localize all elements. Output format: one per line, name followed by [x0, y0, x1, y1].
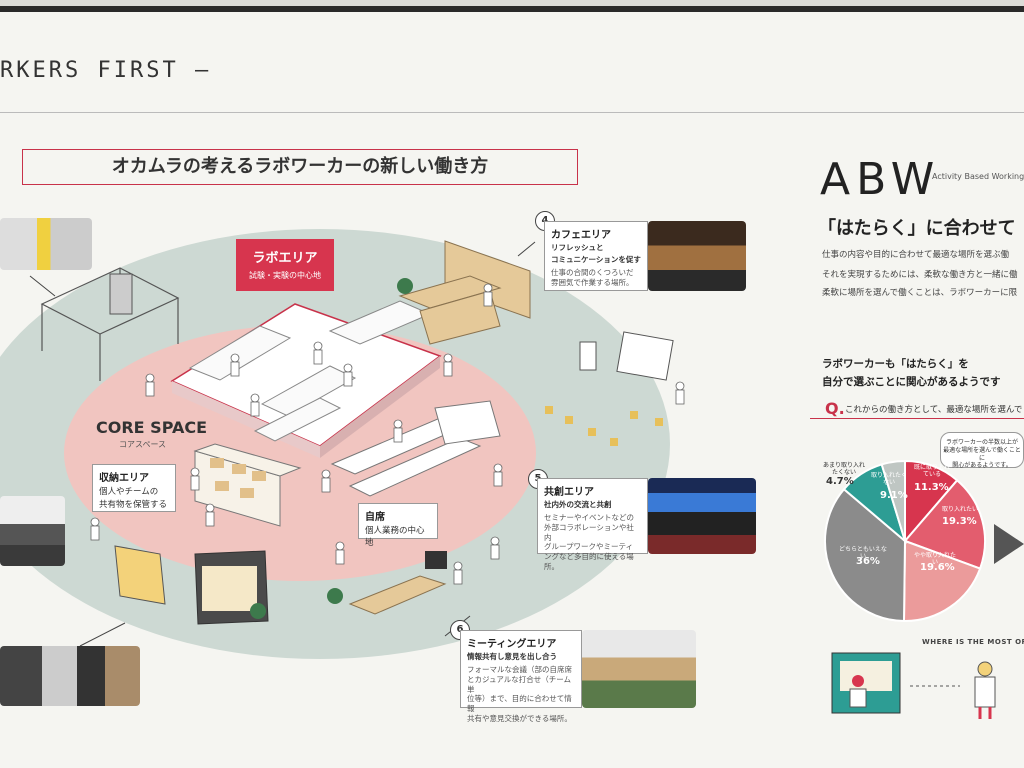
main-title: オカムラの考えるラボワーカーの新しい働き方 — [22, 149, 578, 185]
storage-title: 収納エリア — [99, 473, 149, 484]
pie-slice-2 — [902, 539, 982, 622]
cocreate-desc4: ングなど多目的に使える場所。 — [544, 552, 634, 571]
desk-area-label: 自席 個人業務の中心地 — [358, 503, 438, 548]
pie-label-1: 取り入れたい — [941, 506, 978, 513]
lab-area-tag: ラボエリア 試験・実験の中心地 — [236, 239, 334, 291]
desk-subtitle: 個人業務の中心地 — [365, 526, 425, 548]
next-arrow-icon — [994, 524, 1024, 564]
photo-meeting — [582, 630, 696, 708]
pie-label-2: やや取り入れたい — [913, 552, 956, 567]
grey-booth-window — [202, 566, 257, 611]
cafe-area-label: カフェエリア リフレッシュと コミュニケーションを促す 仕事の合間のくつろいだ … — [544, 221, 648, 291]
storage-boxes — [210, 458, 266, 498]
desk-tables — [330, 400, 501, 497]
core-space-subtitle: コアスペース — [119, 440, 167, 449]
meeting-table — [348, 575, 447, 615]
q-underline — [810, 418, 1024, 419]
pie-pct-5: 4.7% — [826, 476, 854, 487]
cafe-title: カフェエリア — [551, 230, 611, 241]
lab-platform-side — [172, 381, 320, 458]
plant — [397, 278, 413, 294]
cocreate-title: 共創エリア — [544, 487, 594, 498]
photo-cafe — [648, 221, 746, 291]
plant — [250, 603, 266, 619]
q-text: これからの働き方として、最適な場所を選んで — [845, 405, 1023, 415]
pie-slice-1 — [903, 478, 986, 570]
q-intro-2: 自分で選ぶことに関心があるようです — [822, 376, 1001, 388]
meeting-subtitle: 情報共有し意見を出し合う — [467, 652, 557, 661]
core-space-title: CORE SPACE — [96, 418, 207, 437]
storage-subtitle2: 共有物を保管する — [99, 500, 168, 510]
people — [90, 283, 685, 585]
photo-cubicle — [0, 218, 92, 270]
cocreate-desc2: 外部コラボレーションや社内 — [544, 522, 634, 542]
storage-shelves — [193, 443, 302, 527]
q-label: Q. — [825, 399, 845, 418]
cafe-subtitle: リフレッシュと — [551, 243, 604, 252]
whiteboard — [579, 341, 597, 371]
q-intro-1: ラボワーカーも「はたらく」を — [822, 358, 969, 370]
abw-paragraph-1: 仕事の内容や目的に合わせて最適な場所を選ぶ働 — [822, 250, 1010, 260]
presentation-screen — [616, 331, 674, 381]
storage-area-label: 収納エリア 個人やチームの 共有物を保管する — [92, 464, 176, 512]
lab-platform-side2 — [320, 356, 440, 458]
storage-subtitle: 個人やチームの — [99, 487, 159, 497]
divider — [0, 112, 1024, 113]
lab-area-subtitle: 試験・実験の中心地 — [249, 271, 321, 280]
cocreate-chairs — [545, 406, 663, 446]
cocreate-desc1: セミナーやイベントなどの — [544, 513, 634, 522]
pie-slice-3 — [824, 487, 907, 623]
abw-heading: 「はたらく」に合わせて — [818, 218, 1016, 239]
header-title: RKERS FIRST – — [0, 58, 212, 83]
pie-slice-5 — [880, 459, 906, 542]
cafe-subtitle2: コミュニケーションを促す — [551, 255, 641, 264]
cafe-desc2: 雰囲気で作業する場所。 — [551, 277, 634, 287]
meeting-area-label: ミーティングエリア 情報共有し意見を出し合う フォーマルな会議（部の自席席 とカ… — [460, 630, 582, 723]
meeting-desc2: とカジュアルな打合せ（チーム単 — [467, 674, 572, 694]
pie-label-0: 既に取り入れている — [913, 464, 950, 479]
photo-booth — [0, 646, 140, 706]
pie-label-4: 取り入れたくない — [870, 472, 907, 487]
pie-pct-2: 19.6% — [920, 562, 955, 573]
cocreate-desc3: グループワークやミーティ — [544, 542, 634, 552]
survey-pie-chart — [824, 459, 986, 623]
pie-pct-1: 19.3% — [942, 516, 977, 527]
lab-benches — [188, 300, 432, 442]
meeting-monitor — [425, 551, 447, 569]
top-frame — [0, 6, 1024, 12]
pie-label-5: あまり取り入れたくない — [822, 462, 865, 477]
pie-label-3: どちらともいえない — [839, 546, 887, 561]
cafe-desc1: 仕事の合間のくつろいだ — [551, 268, 634, 277]
meeting-desc4: 共有や意見交換ができる場所。 — [467, 713, 572, 723]
cocreate-subtitle: 社内外の交流と共創 — [544, 500, 612, 509]
meeting-desc1: フォーマルな会議（部の自席席 — [467, 665, 572, 674]
survey-callout: ラボワーカーの半数以上が 最適な場所を選んで働くことに 関心があるようです。 — [940, 432, 1024, 469]
pie-pct-4: 9.1% — [880, 490, 908, 501]
lab-area-title: ラボエリア — [252, 251, 318, 266]
meeting-desc3: 位等）まで、目的に合わせて情報 — [467, 694, 572, 713]
pie-pct-3: 36% — [856, 556, 880, 567]
meeting-title: ミーティングエリア — [467, 639, 557, 650]
photo-storage — [0, 496, 65, 566]
cafe-counter — [398, 240, 531, 345]
where-caption: WHERE IS THE MOST OPTIMAL P — [922, 638, 1024, 646]
abw-title: ABW — [820, 154, 941, 205]
photo-cocreate — [648, 478, 756, 554]
cocreate-area-label: 共創エリア 社内外の交流と共創 セミナーやイベントなどの 外部コラボレーションや… — [537, 478, 648, 571]
desk-title: 自席 — [365, 512, 385, 523]
abw-paragraph-2: それを実現するためには、柔軟な働き方と一緒に働 — [822, 270, 1018, 280]
abw-paragraph-3: 柔軟に場所を選んで働くことは、ラボワーカーに限 — [822, 288, 1018, 298]
plant — [327, 588, 343, 604]
worker-illustration — [831, 652, 996, 719]
cubicle-locker — [109, 273, 133, 315]
yellow-booth — [114, 545, 166, 605]
poster: RKERS FIRST – オカムラの考えるラボワーカーの新しい働き方 — [0, 6, 1024, 768]
pie-pct-0: 11.3% — [914, 482, 949, 493]
abw-subtitle: Activity Based Working — [932, 172, 1024, 181]
